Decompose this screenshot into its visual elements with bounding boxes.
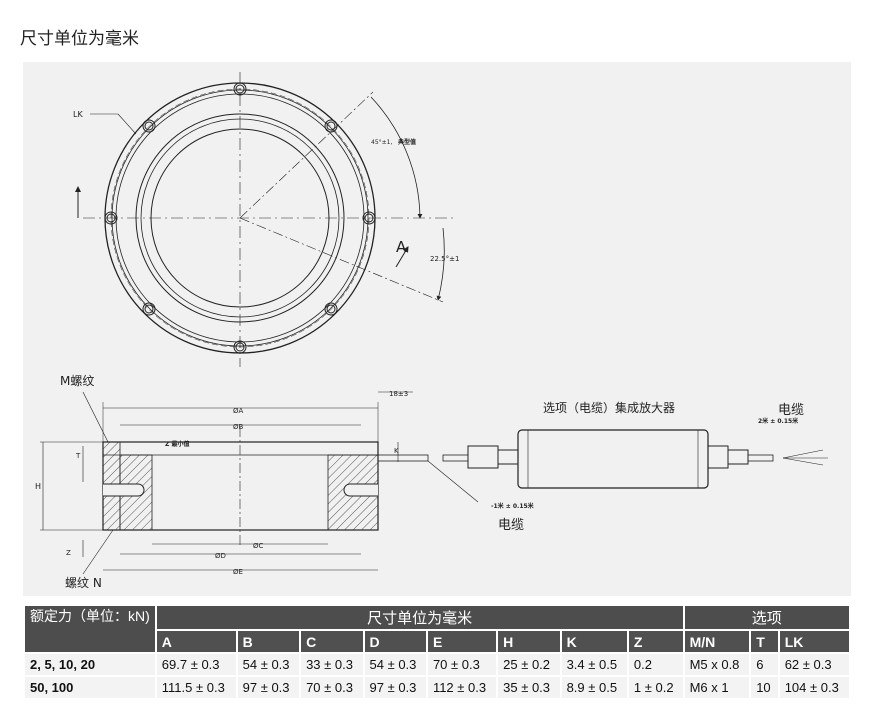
angle-45-note: 典型值 [398, 138, 416, 146]
table-cell: 97 ± 0.3 [362, 675, 428, 700]
table-cell: M5 x 0.8 [682, 652, 752, 677]
technical-drawing: LK 45°±1, 典型值 22.5°±1 A [23, 62, 851, 596]
table-cell: 35 ± 0.3 [496, 675, 562, 700]
col-header: E [425, 629, 499, 654]
dim-a: ØA [233, 407, 244, 415]
m-thread-label: M螺纹 [60, 374, 94, 388]
side-view [40, 391, 828, 575]
col-header: A [154, 629, 238, 654]
spec-table: 额定力（单位：kN) 尺寸单位为毫米 选项 A B C D E H K Z M/… [23, 604, 852, 700]
top-view [75, 72, 455, 367]
page-title: 尺寸单位为毫米 [20, 29, 139, 49]
amplifier [442, 429, 828, 489]
dim-d: ØD [215, 552, 226, 560]
col-header: C [299, 629, 365, 654]
dims-group-header: 尺寸单位为毫米 [154, 604, 685, 631]
table-cell: 54 ± 0.3 [235, 652, 302, 677]
dim-e: ØE [233, 568, 243, 576]
cable-1m-label: -1米 ± 0.15米 [491, 502, 534, 510]
col-header: Z [626, 629, 685, 654]
table-row: 2, 5, 10, 20 69.7 ± 0.3 54 ± 0.3 33 ± 0.… [23, 652, 852, 677]
col-header: B [235, 629, 302, 654]
col-header: M/N [682, 629, 752, 654]
dim-b: ØB [233, 423, 244, 431]
table-cell: 8.9 ± 0.5 [559, 675, 629, 700]
table-cell: 69.7 ± 0.3 [154, 652, 238, 677]
amplifier-label: 选项（电缆）集成放大器 [543, 400, 675, 415]
lk-label: LK [73, 110, 83, 119]
row-label: 2, 5, 10, 20 [23, 652, 157, 677]
angle-45-label: 45°±1, [371, 139, 392, 146]
rated-force-header: 额定力（单位：kN) [23, 604, 157, 654]
t-label: T [75, 452, 81, 460]
dim-c: ØC [253, 542, 264, 550]
table-cell: 112 ± 0.3 [425, 675, 499, 700]
table-row: 50, 100 111.5 ± 0.3 97 ± 0.3 70 ± 0.3 97… [23, 675, 852, 700]
column-header-row: A B C D E H K Z M/N T LK [24, 629, 852, 654]
table-cell: 33 ± 0.3 [299, 652, 365, 677]
col-header: H [496, 629, 562, 654]
table-cell: 1 ± 0.2 [626, 675, 685, 700]
section-mark-a: A [396, 238, 407, 256]
table-cell: 104 ± 0.3 [777, 675, 852, 700]
z-min-label: Z 最小值 [165, 440, 189, 448]
options-group-header: 选项 [682, 604, 852, 631]
col-header: K [559, 629, 629, 654]
h-label: H [35, 482, 41, 491]
dim-18: 18±3 [389, 390, 408, 398]
row-label: 50, 100 [23, 675, 157, 700]
table-cell: 70 ± 0.3 [425, 652, 499, 677]
table-cell: 3.4 ± 0.5 [559, 652, 629, 677]
table-cell: 62 ± 0.3 [777, 652, 852, 677]
table-cell: 97 ± 0.3 [235, 675, 302, 700]
table-cell: 25 ± 0.2 [496, 652, 562, 677]
k-label: K [394, 447, 399, 455]
n-thread-label: 螺纹 N [65, 576, 102, 590]
table-cell: 6 [749, 652, 780, 677]
table-cell: M6 x 1 [682, 675, 752, 700]
z-label: Z [66, 549, 71, 557]
cable-label-right: 电缆 [778, 402, 804, 418]
col-header: T [749, 629, 780, 654]
col-header: D [362, 629, 428, 654]
table-cell: 10 [749, 675, 780, 700]
cable-2m-label: 2米 ± 0.15米 [758, 417, 798, 425]
table-cell: 111.5 ± 0.3 [154, 675, 238, 700]
table-cell: 54 ± 0.3 [362, 652, 428, 677]
angle-22-label: 22.5°±1 [430, 255, 459, 263]
cable-label: 电缆 [498, 517, 524, 533]
table-cell: 70 ± 0.3 [299, 675, 365, 700]
col-header: LK [777, 629, 852, 654]
table-cell: 0.2 [626, 652, 685, 677]
